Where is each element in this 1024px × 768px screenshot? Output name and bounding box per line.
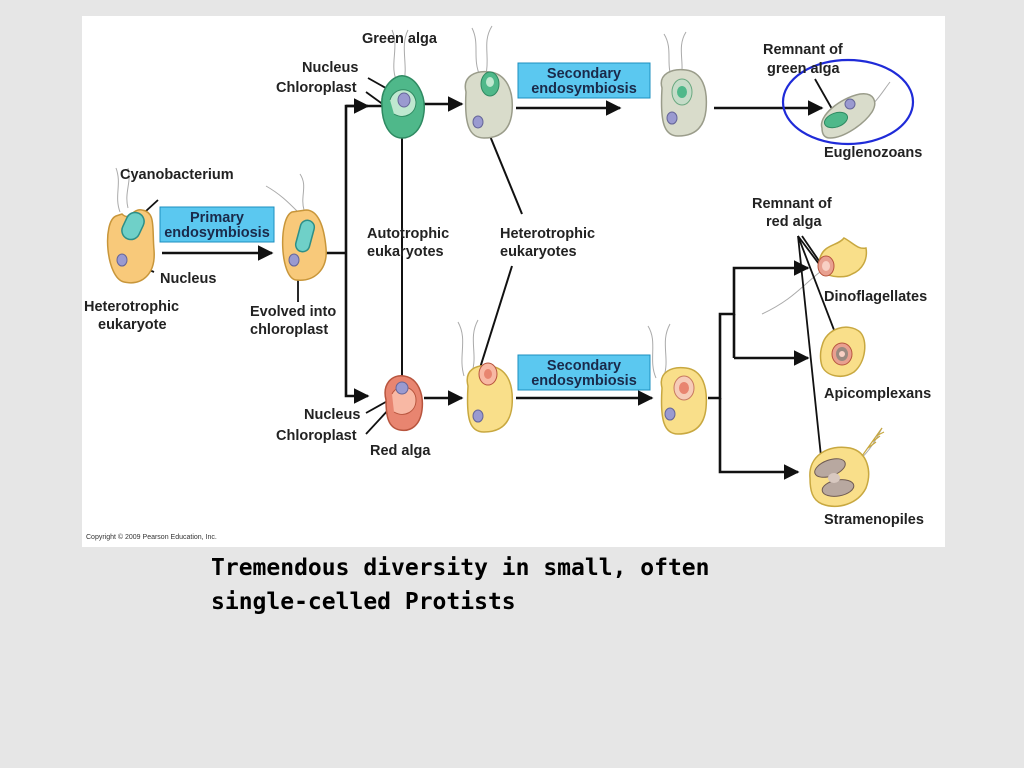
stramenopile-cell <box>809 427 885 508</box>
heterotroph-with-red-alga-cell <box>466 362 514 433</box>
nucleus-top-label: Nucleus <box>302 60 358 76</box>
evolved-cell <box>282 209 327 281</box>
remnant-green-label-line2: green alga <box>767 61 840 77</box>
copyright-text: Copyright © 2009 Pearson Education, Inc. <box>86 533 217 541</box>
secondary-endosymbiosis-bottom-box <box>517 354 651 391</box>
dinoflagellate-cell <box>817 237 868 278</box>
heterotrophic-label-line1: Heterotrophic <box>500 226 595 242</box>
euglenozoan-cell <box>820 93 876 139</box>
chloroplast-top-label: Chloroplast <box>276 80 357 96</box>
connector-lines <box>162 96 824 480</box>
remnant-green-label-line1: Remnant of <box>763 42 843 58</box>
primary-endosymbiosis-box <box>159 206 275 243</box>
nucleus-organelle <box>116 253 128 267</box>
heterotrophic-eukaryote-cell <box>106 209 155 284</box>
caption-line2: single-celled Protists <box>211 589 516 615</box>
slide-caption: Tremendous diversity in small, often sin… <box>211 551 771 619</box>
remnant-red-label-line2: red alga <box>766 214 823 230</box>
evolved-label-line1: Evolved into <box>250 304 336 320</box>
red-alga-cell <box>384 375 424 432</box>
nucleus-organelle <box>397 92 411 108</box>
endosymbiosis-diagram: Green alga Nucleus Chloroplast Cyanobact… <box>84 25 931 541</box>
green-alga-label: Green alga <box>362 31 438 47</box>
secondary-top-label-line2: endosymbiosis <box>531 81 637 97</box>
euglenozoans-label: Euglenozoans <box>824 145 922 161</box>
green-alga-cell <box>381 75 425 139</box>
dinoflagellates-label: Dinoflagellates <box>824 289 927 305</box>
heterotrophic-eukaryote-label-line1: Heterotrophic <box>84 299 179 315</box>
highlight-circle <box>781 58 915 146</box>
post-secondary-red-cell <box>660 366 708 435</box>
secondary-endosymbiosis-top-box <box>517 62 651 99</box>
primary-label-line1: Primary <box>190 210 244 226</box>
nucleus-bottom-label: Nucleus <box>304 407 360 423</box>
cyanobacterium-organelle <box>121 211 145 241</box>
stramenopiles-label: Stramenopiles <box>824 512 924 528</box>
chloroplast-bottom-label: Chloroplast <box>276 428 357 444</box>
autotrophic-label-line2: eukaryotes <box>367 244 444 260</box>
secondary-top-label-line1: Secondary <box>547 66 621 82</box>
endosymbiosis-figure: Green alga Nucleus Chloroplast Cyanobact… <box>82 16 945 547</box>
heterotroph-with-green-alga-cell <box>464 70 514 139</box>
nucleus-left-label: Nucleus <box>160 271 216 287</box>
cyanobacterium-label: Cyanobacterium <box>120 167 234 183</box>
evolved-label-line2: chloroplast <box>250 322 328 338</box>
apicomplexans-label: Apicomplexans <box>824 386 931 402</box>
autotrophic-label-line1: Autotrophic <box>367 226 449 242</box>
secondary-bottom-label-line2: endosymbiosis <box>531 373 637 389</box>
caption-line1: Tremendous diversity in small, often <box>211 555 710 581</box>
primary-label-line2: endosymbiosis <box>164 225 270 241</box>
red-alga-label: Red alga <box>370 443 431 459</box>
secondary-bottom-label-line1: Secondary <box>547 358 621 374</box>
post-secondary-green-cell <box>660 68 708 137</box>
heterotrophic-label-line2: eukaryotes <box>500 244 577 260</box>
heterotrophic-eukaryote-label-line2: eukaryote <box>98 317 167 333</box>
apicomplexan-cell <box>819 326 866 378</box>
remnant-red-label-line1: Remnant of <box>752 196 832 212</box>
